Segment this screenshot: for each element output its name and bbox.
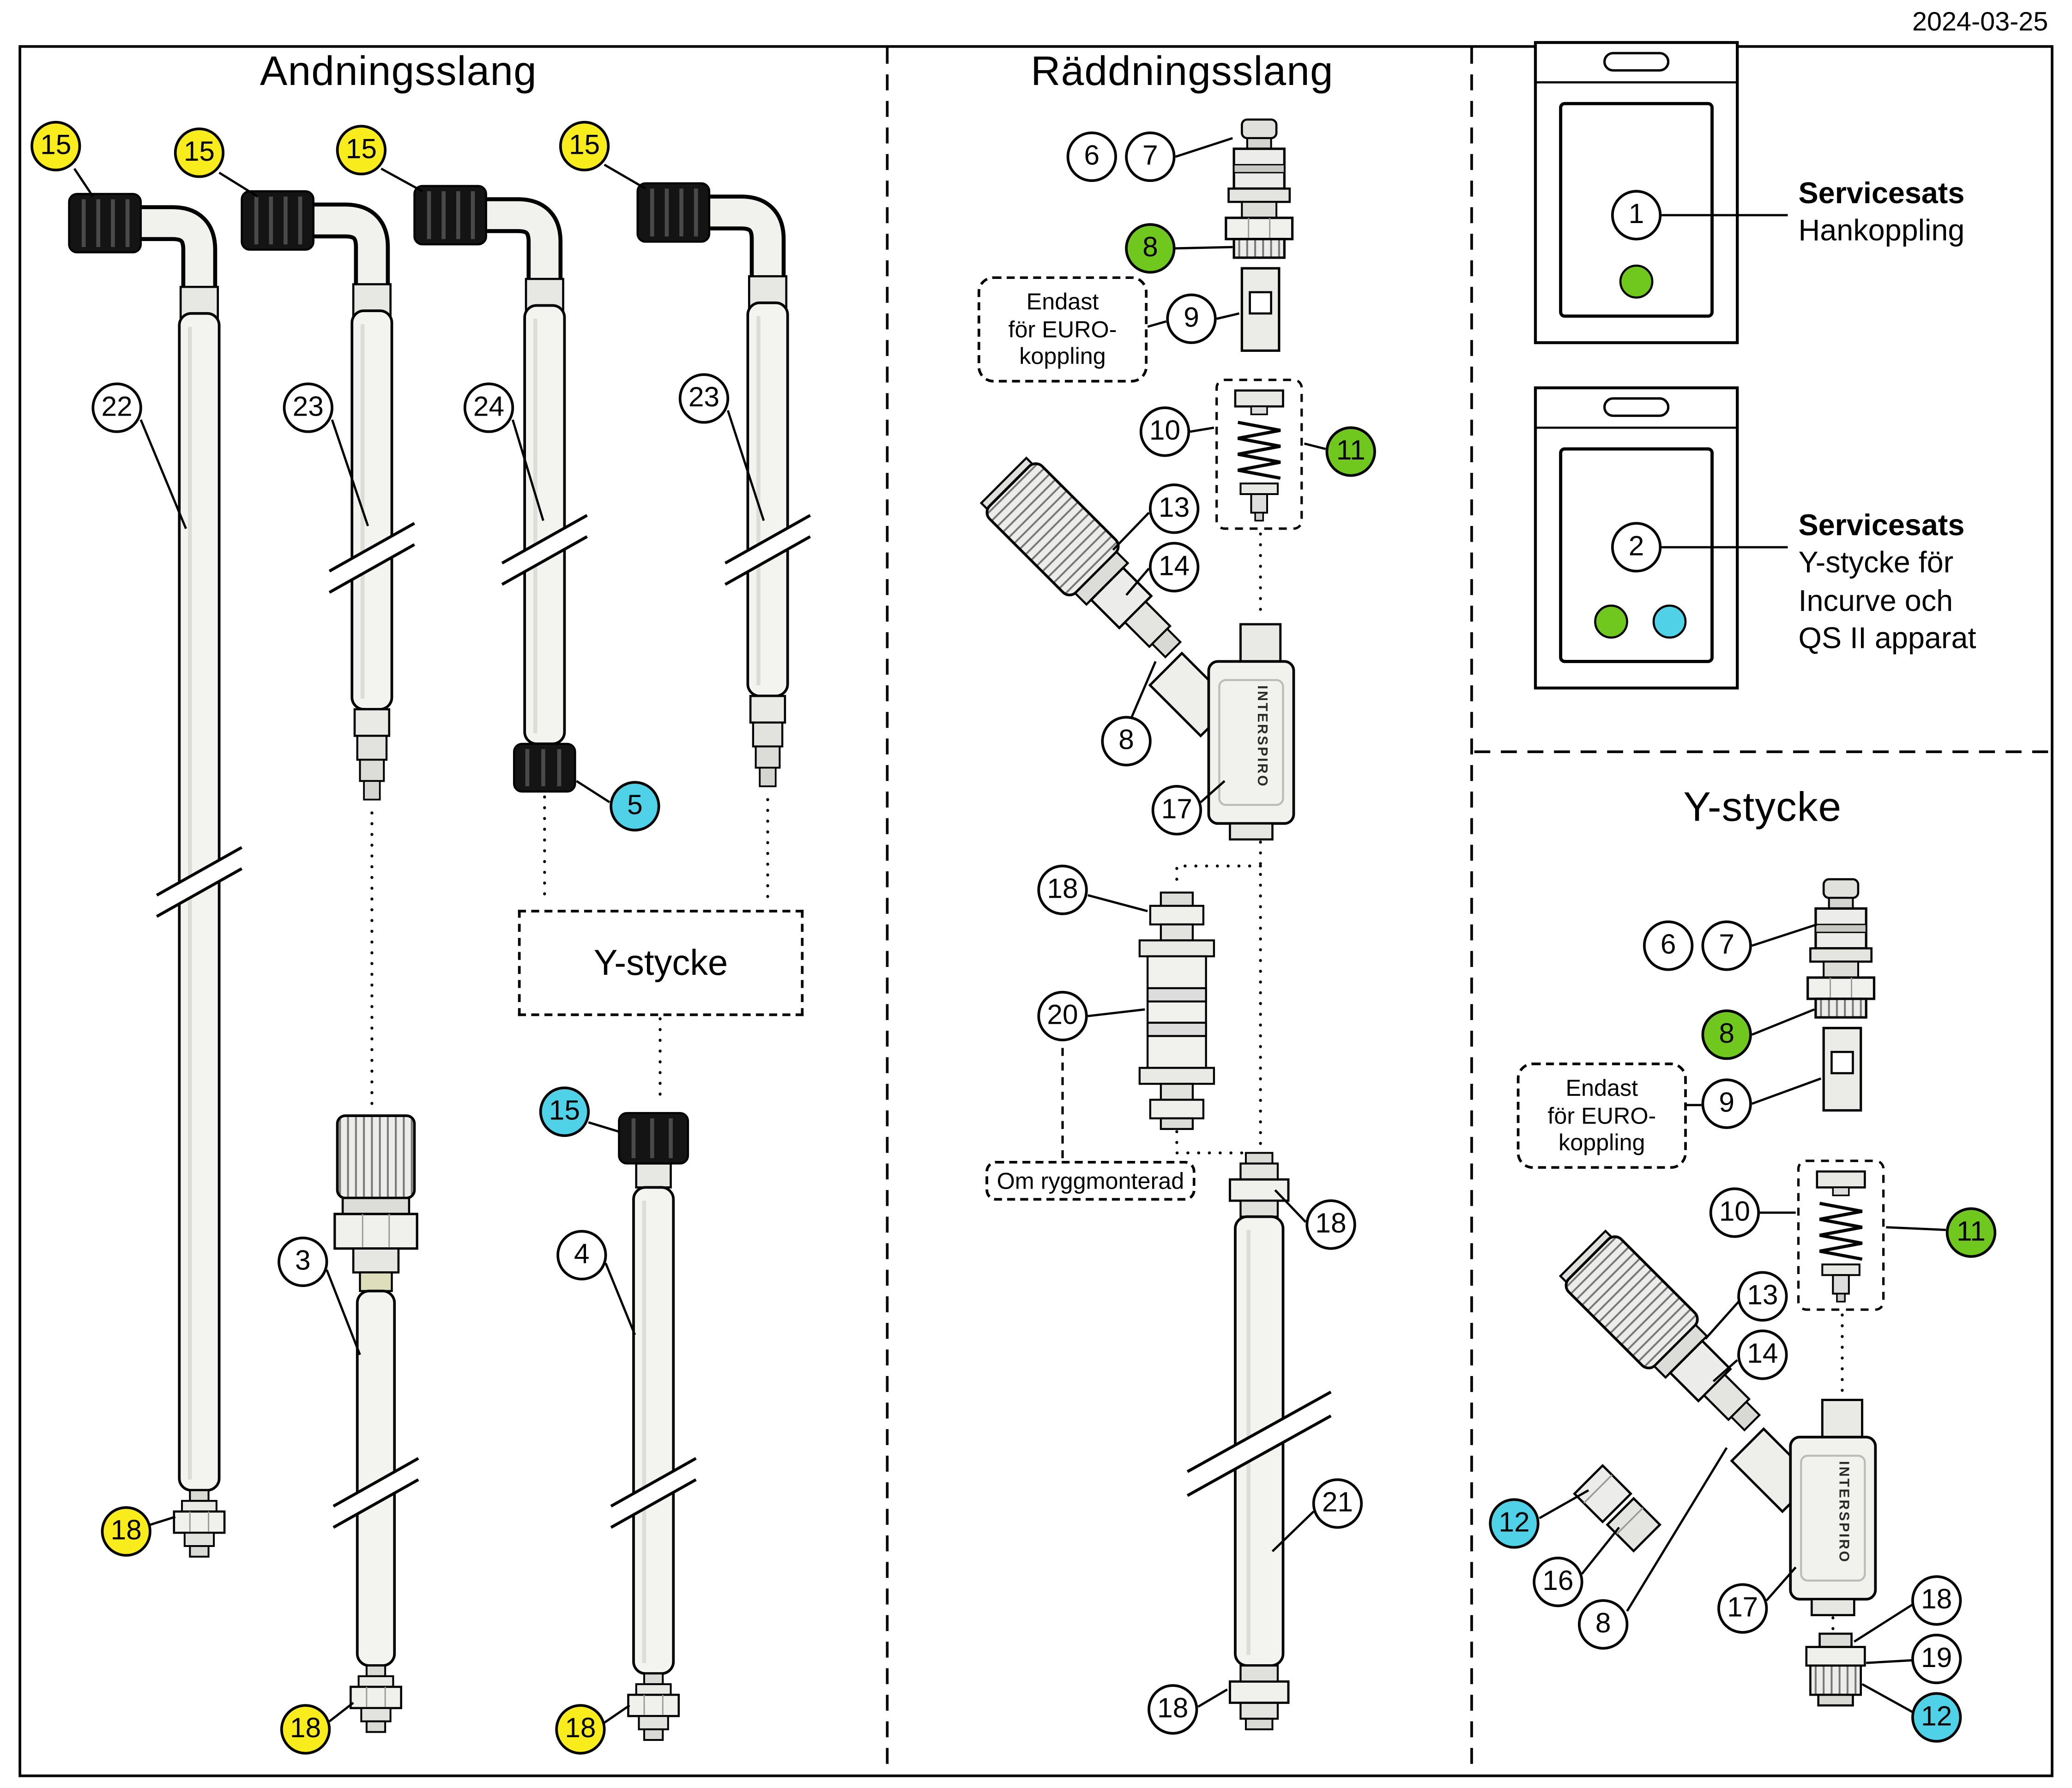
callout-y18: 18 [1911,1575,1962,1626]
callout-15b: 15 [174,127,225,178]
callout-14: 14 [1148,542,1200,592]
callout-y9: 9 [1701,1078,1752,1129]
kit1-text: Servicesats Hankoppling [1799,175,1965,251]
callout-y17: 17 [1717,1583,1768,1634]
callout-23a: 23 [283,382,333,433]
callout-y6: 6 [1643,920,1694,971]
panel-separators [886,48,2051,1775]
callout-7: 7 [1125,131,1176,182]
callout-y8w: 8 [1578,1599,1629,1650]
callout-4: 4 [556,1230,607,1281]
callout-y12b: 12 [1911,1692,1962,1743]
callout-15d: 15 [559,121,610,172]
panel-title-andningsslang: Andningsslang [260,48,537,95]
callout-8g: 8 [1125,223,1176,274]
callout-y7: 7 [1701,920,1752,971]
kit2-cyan-dot [1652,604,1687,639]
callout-y11: 11 [1945,1207,1997,1258]
euro-note-line2: för EURO- [1547,1102,1656,1129]
andningsslang-art [69,163,811,1740]
rygg-note: Om ryggmonterad [985,1160,1196,1201]
fitting-18-19-12 [1805,1632,1866,1707]
callout-3: 3 [278,1236,328,1287]
callout-15c: 15 [336,125,387,175]
callout-17: 17 [1151,785,1202,836]
euro-note-line1: Endast [1565,1075,1638,1101]
callout-24: 24 [463,382,514,433]
callout-y8g: 8 [1701,1009,1752,1060]
y-stycke-art: INTERSPIRO [1539,879,1946,1713]
kit2-line3: QS II apparat [1798,622,1976,655]
hose-23b [638,183,811,906]
euro-note-middle: Endast för EURO- koppling [977,276,1148,383]
euro-note-right: Endast för EURO- koppling [1516,1063,1687,1169]
callout-5: 5 [610,781,660,832]
kit2-title: Servicesats [1798,508,1965,542]
callout-20: 20 [1037,991,1088,1042]
callout-13: 13 [1148,483,1200,534]
adapters-12-16 [1573,1464,1662,1553]
callout-1: 1 [1611,190,1662,241]
hose-4-part15 [610,1017,697,1740]
callout-18d: 18 [1037,864,1088,915]
diagram-frame [18,45,2054,1777]
callout-23b: 23 [678,373,730,424]
kit2-green-dot [1594,604,1628,639]
raddningsslang-art: INTERSPIRO [978,120,1332,1729]
callout-2: 2 [1611,522,1662,573]
panel-title-raddningsslang: Räddningsslang [1031,48,1334,95]
callout-y14: 14 [1737,1329,1788,1380]
callout-18e: 18 [1305,1199,1356,1250]
andningsslang-leaders [73,163,765,1724]
callout-11: 11 [1325,426,1376,477]
callout-y12a: 12 [1489,1498,1540,1549]
callout-21: 21 [1312,1478,1363,1529]
raddningsslang-dotted [1175,840,1262,1154]
callout-18b: 18 [280,1704,331,1755]
kit1-title: Servicesats [1798,176,1965,210]
callout-15a: 15 [30,121,81,172]
callout-10: 10 [1139,406,1190,457]
service-kits-art [1535,42,1788,688]
euro-note-line2: för EURO- [1008,315,1117,343]
callout-18c: 18 [555,1704,606,1755]
kit2-line2: Incurve och [1798,584,1953,617]
revision-date: 2024-03-25 [1912,8,2048,37]
y-stycke-placeholder-box: Y-stycke [518,910,804,1016]
callout-22: 22 [91,382,142,433]
callout-15e: 15 [539,1086,590,1137]
kit2-text: Servicesats Y-stycke för Incurve och QS … [1799,507,1976,658]
rygg-note-label: Om ryggmonterad [997,1167,1184,1194]
callout-18f: 18 [1148,1684,1198,1735]
raddningsslang-leaders [1087,137,1326,1708]
callout-18a: 18 [101,1506,151,1557]
callout-6: 6 [1066,131,1117,182]
callout-9: 9 [1166,293,1217,344]
y-stycke-leaders [1539,923,1946,1713]
interspiro-logo: INTERSPIRO [1255,685,1270,788]
panel-title-y-stycke: Y-stycke [1683,784,1842,830]
hose-23-part3 [242,191,419,1732]
kit1-line1: Hankoppling [1798,214,1965,248]
hose-22 [69,194,243,1557]
callout-y13: 13 [1737,1271,1788,1322]
euro-note-line1: Endast [1026,288,1099,315]
y-stycke-box-label: Y-stycke [593,942,728,983]
interspiro-logo: INTERSPIRO [1836,1461,1852,1564]
kit1-green-dot [1619,264,1654,299]
callout-y10: 10 [1709,1187,1760,1238]
kit2-line1: Y-stycke för [1798,546,1954,580]
euro-note-line3: koppling [1019,343,1106,370]
euro-note-line3: koppling [1559,1129,1645,1156]
hose-24-part5 [414,186,588,906]
callout-8w: 8 [1101,716,1152,767]
part-20-adapter [1138,891,1215,1130]
callout-y16: 16 [1533,1557,1583,1607]
hose-21 [1186,1153,1332,1729]
callout-y19: 19 [1911,1633,1962,1685]
